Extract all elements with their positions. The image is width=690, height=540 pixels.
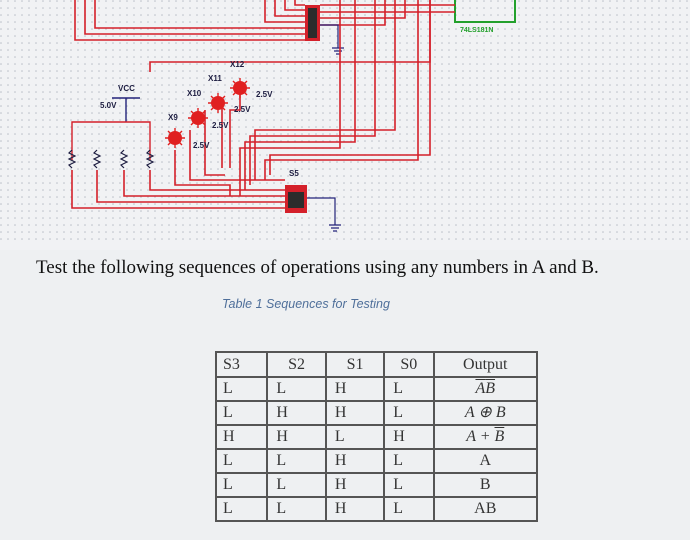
output-expression-part: A	[466, 428, 476, 445]
table-cell-s1: H	[324, 496, 386, 522]
table-cell-output: A	[432, 448, 539, 474]
dip-switch-top	[305, 5, 344, 55]
output-expression-part: B	[494, 428, 505, 445]
table-cell-s1: H	[324, 400, 386, 426]
probe-x10: X10 2.5V	[187, 89, 229, 130]
header-s1: S1	[324, 351, 386, 378]
resistor-bank	[67, 149, 155, 169]
x10-voltage: 2.5V	[212, 121, 229, 130]
main-wire-bundle	[239, 0, 431, 196]
x9-label: X9	[168, 113, 178, 122]
output-expression-part: B	[485, 380, 496, 397]
chip-label: 74LS181N	[460, 27, 493, 34]
table-cell-output: B	[432, 472, 539, 498]
table-cell-s3: H	[214, 424, 269, 450]
table-cell-s2: L	[266, 448, 327, 474]
instruction-text: Test the following sequences of operatio…	[36, 257, 599, 278]
table-cell-s0: L	[383, 376, 435, 402]
probe-x12: X12 2.5V	[230, 60, 273, 99]
x11-label: X11	[208, 74, 222, 83]
table-header-row: S3 S2 S1 S0 Output	[214, 351, 539, 378]
output-expression-part: A	[464, 404, 475, 421]
output-expression-part: A	[475, 380, 486, 397]
table-cell-s0: H	[383, 424, 435, 450]
dip-switch-s5: S5	[285, 169, 341, 232]
output-expression-part: B	[479, 476, 491, 493]
header-s3: S3	[214, 351, 269, 378]
probe-x11: X11 2.5V	[208, 74, 251, 114]
table-cell-s0: L	[383, 400, 435, 426]
table-cell-s0: L	[383, 472, 435, 498]
output-expression-part: A	[479, 452, 492, 469]
table-cell-s2: L	[266, 496, 327, 522]
chip-74ls181: 74LS181N	[454, 0, 516, 34]
probe-x9: X9 2.5V	[165, 113, 210, 150]
output-expression-part: AB	[474, 500, 497, 517]
table-cell-s2: L	[266, 472, 327, 498]
table-cell-s1: H	[324, 472, 386, 498]
header-s2: S2	[266, 351, 327, 378]
table-cell-s2: L	[266, 376, 327, 402]
header-s0: S0	[383, 351, 435, 378]
output-expression-part: +	[475, 428, 495, 445]
table-cell-s3: L	[214, 496, 269, 522]
table-cell-s0: L	[383, 496, 435, 522]
vcc-source: VCC 5.0V	[71, 84, 151, 160]
table-cell-s0: L	[383, 448, 435, 474]
table-cell-s2: H	[266, 424, 327, 450]
table-cell-s3: L	[214, 400, 269, 426]
x11-voltage: 2.5V	[234, 105, 251, 114]
output-expression-part: B	[495, 404, 506, 421]
table-cell-output: AB	[432, 376, 539, 402]
circuit-schematic: 74LS181N VCC 5.0V	[0, 0, 690, 250]
header-output: Output	[432, 351, 539, 378]
table-cell-s3: L	[214, 472, 269, 498]
vcc-label: VCC	[118, 84, 135, 93]
table-cell-output: A ⊕ B	[432, 400, 539, 426]
s5-label: S5	[289, 169, 299, 178]
table-cell-s1: H	[324, 448, 386, 474]
table-cell-s3: L	[214, 376, 269, 402]
table-cell-s2: H	[266, 400, 327, 426]
vcc-value: 5.0V	[100, 101, 117, 110]
x12-voltage: 2.5V	[256, 90, 273, 99]
x12-label: X12	[230, 60, 245, 69]
top-wire-bundle	[74, 0, 455, 72]
table-cell-output: AB	[432, 496, 539, 522]
lower-wire-bundle	[71, 88, 285, 209]
x9-voltage: 2.5V	[193, 141, 210, 150]
table-cell-output: A + B	[432, 424, 539, 450]
table-cell-s1: L	[324, 424, 386, 450]
table-cell-s3: L	[214, 448, 269, 474]
table-cell-s1: H	[324, 376, 386, 402]
x10-label: X10	[187, 89, 202, 98]
table-caption: Table 1 Sequences for Testing	[222, 297, 390, 311]
output-expression-part: ⊕	[474, 404, 496, 421]
